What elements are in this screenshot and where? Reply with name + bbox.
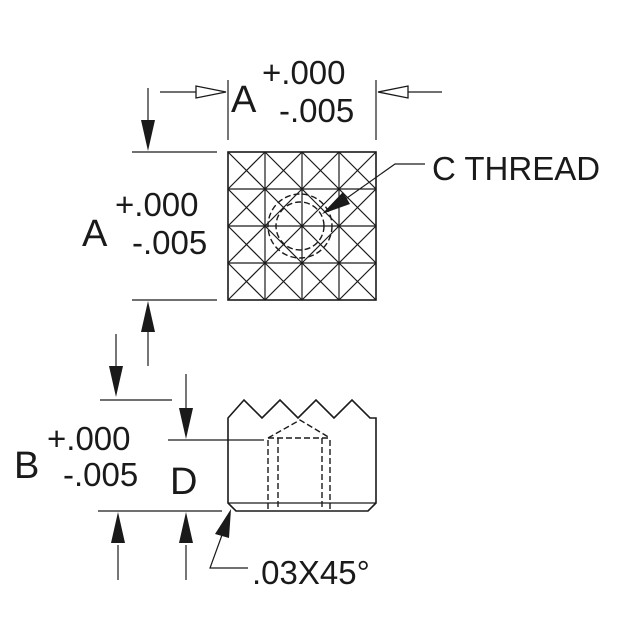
top-width-dimension: A +.000 -.005 bbox=[160, 54, 442, 140]
knurl-pyramid-edge bbox=[301, 188, 340, 227]
side-dim-arrow-top bbox=[141, 120, 155, 151]
knurl-pattern bbox=[227, 151, 377, 301]
thread-leader-line bbox=[329, 163, 425, 211]
knurl-pyramid-edge bbox=[227, 262, 266, 301]
knurl-pyramid-edge bbox=[338, 188, 377, 227]
knurl-pyramid-edge bbox=[338, 262, 377, 301]
chamfer-leader-line bbox=[209, 534, 248, 569]
knurl-pyramid-edge bbox=[264, 188, 303, 227]
thread-leader-arrowhead bbox=[322, 192, 350, 214]
knurl-pyramid-edge bbox=[301, 151, 340, 190]
height-dimension: B +.000 -.005 bbox=[14, 399, 222, 580]
thread-label: C THREAD bbox=[432, 150, 600, 187]
top-dim-arrow-right bbox=[377, 85, 409, 99]
side-dim-letter: A bbox=[82, 213, 108, 255]
knurl-pyramid-edge bbox=[301, 262, 340, 301]
side-dim-plus: +.000 bbox=[115, 186, 199, 223]
knurl-pyramid-edge bbox=[227, 225, 266, 264]
knurl-pyramid-edge bbox=[264, 225, 303, 264]
side-dim-arrow-bottom bbox=[141, 301, 155, 332]
top-view bbox=[227, 151, 377, 301]
knurl-pyramid-edge bbox=[338, 151, 377, 190]
thread-callout: C THREAD bbox=[322, 150, 600, 214]
height-dim-arrow-bottom bbox=[111, 512, 125, 543]
thread-hole-outer bbox=[267, 193, 333, 259]
height-dim-plus: +.000 bbox=[47, 420, 131, 457]
depth-dim-arrow-bottom bbox=[179, 512, 193, 543]
knurl-pyramid-edge bbox=[264, 151, 303, 190]
knurl-pyramid-edge bbox=[227, 188, 266, 227]
chamfer-label: .03X45° bbox=[252, 554, 370, 591]
depth-dimension: D bbox=[168, 374, 264, 580]
depth-label: D bbox=[170, 461, 197, 503]
top-dim-letter: A bbox=[231, 79, 257, 121]
side-view bbox=[227, 398, 377, 512]
knurl-pyramid-edge bbox=[227, 151, 266, 190]
thread-hole-inner bbox=[275, 201, 325, 251]
height-dim-minus: -.005 bbox=[63, 456, 138, 493]
side-dim-minus: -.005 bbox=[132, 224, 207, 261]
side-view-outline bbox=[227, 398, 377, 512]
hidden-hole-cone bbox=[267, 419, 331, 439]
gap-dimension bbox=[109, 334, 123, 397]
gap-arrow-down bbox=[109, 366, 123, 397]
knurl-pyramid-edge bbox=[264, 262, 303, 301]
top-dim-plus: +.000 bbox=[262, 54, 346, 91]
knurl-pyramid-edge bbox=[338, 225, 377, 264]
height-dim-letter: B bbox=[14, 445, 39, 487]
top-dim-minus: -.005 bbox=[279, 92, 354, 129]
chamfer-leader-arrowhead bbox=[215, 509, 231, 538]
side-height-dimension: A +.000 -.005 bbox=[82, 88, 217, 366]
top-dim-arrow-left bbox=[195, 85, 227, 99]
chamfer-callout: .03X45° bbox=[209, 509, 370, 591]
depth-dim-arrow-top bbox=[179, 408, 193, 439]
